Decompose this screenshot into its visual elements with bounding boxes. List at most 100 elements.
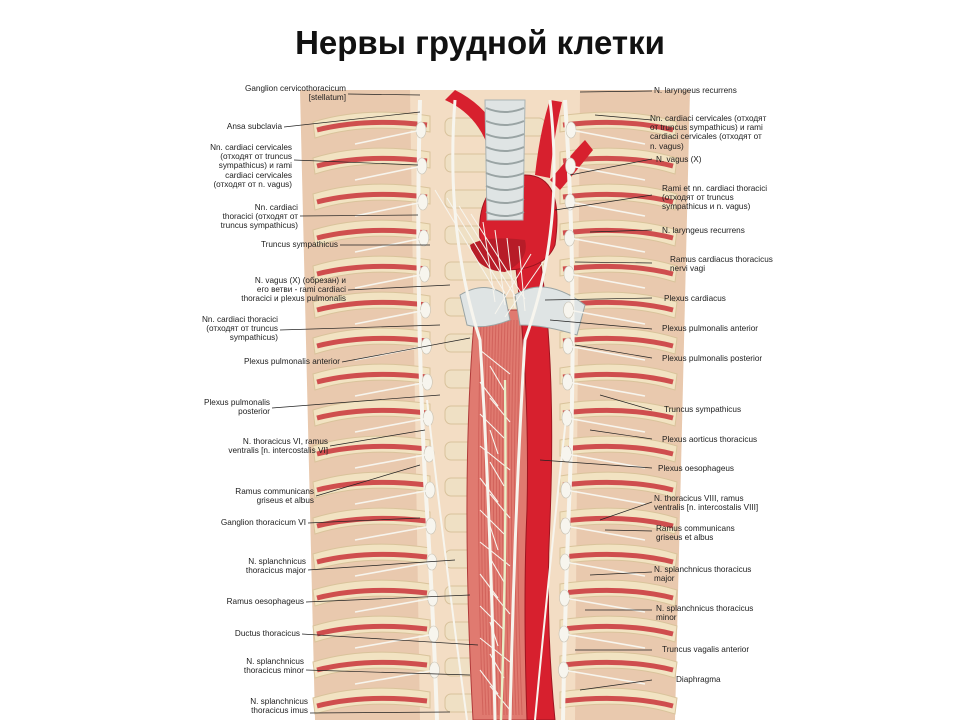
intercostal-nerve-right [568,273,646,289]
leader-line-right [569,158,653,176]
intercostal-vessel-left [316,443,428,457]
intercostal-nerve-left [354,453,431,469]
plexus-oesophageus-fiber [479,669,499,695]
plexus-oesophageus-fiber [489,685,511,711]
tracheal-ring [485,172,525,178]
plexus-oesophageus-fiber [479,637,511,663]
cardiac-nerve [494,253,532,315]
intercostal-nerve-left [354,165,423,181]
leader-line-left [347,284,451,291]
leader-line-right [579,90,653,93]
intercostal-vessel-right [562,191,674,205]
cardiac-nerve [506,237,516,309]
right-bronchus [514,286,586,336]
intercostal-nerve-right [565,525,646,541]
leader-line-right [604,529,653,532]
tracheal-ring [485,159,525,165]
intercostal-vessel-right [562,587,674,601]
cardiac-nerve [518,245,526,312]
intercostal-nerve-left [354,633,436,649]
plexus-oesophageus-fiber [479,605,505,631]
label-truncus-vagalis-anterior: Truncus vagalis anterior [662,645,750,654]
plexus-oesophageus-fiber [479,509,505,535]
intercostal-vessel-left [316,623,428,637]
oesophagus-fiber [492,319,499,716]
plexus-oesophageus-fiber [479,413,505,439]
label-plexus-pulmonalis-posterior-left: Plexus pulmonalis posterior [204,398,270,417]
leader-line-left [309,711,451,714]
intercostal-vessel-left [316,263,428,277]
intercostal-vessel-right [562,659,674,673]
intercostal-vessel-left [316,191,428,205]
cardiac-nerve [494,229,506,306]
label-n-splanchnicus-major-right: N. splanchnicus thoracicus major [654,565,752,584]
intercostal-vessel-left [316,659,428,673]
leader-line-right [594,114,653,121]
intercostal-vessel-left [316,407,428,421]
label-ramus-communicans-left: Ramus communicans griseus et albus [235,487,314,506]
trachea [484,99,526,221]
slide-title: Нервы грудной клетки [295,24,665,61]
label-rami-nn-cardiaci-thoracici: Rami et nn. cardiaci thoracici (отходят … [662,184,768,212]
label-n-splanchnicus-major-left: N. splanchnicus thoracicus major [245,557,306,576]
label-n-vagus-x: N. vagus (X) [656,155,702,164]
leader-line-right [544,297,653,301]
intercostal-nerve-right [568,309,646,325]
leader-line-left [271,394,441,409]
intercostal-vessel-right [562,407,674,421]
label-n-splanchnicus-imus: N. splanchnicus thoracicus imus [250,697,308,716]
oesophagus-fiber [510,319,517,716]
intercostal-nerve-left [354,669,437,685]
intercostal-vessel-right [562,263,674,277]
intercostal-vessel-right [562,515,674,529]
intercostal-vessel-left [316,155,428,169]
left-common-carotid [535,100,562,178]
intercostal-vessel-right [562,371,674,385]
intercostal-nerve-right [565,489,646,505]
leader-line-left [305,594,471,603]
leader-line-right [549,319,653,330]
label-plexus-oesophageus: Plexus oesophageus [658,464,735,473]
label-nn-cardiaci-cervicales-right: Nn. cardiaci cervicales (отходят от trun… [650,114,767,151]
intercostal-nerve-right [569,237,646,253]
leader-lines [271,90,653,714]
intercostal-nerve-right [566,417,646,433]
leader-line-right [599,394,653,411]
cardiac-nerve [434,189,496,291]
nerves [354,99,646,720]
label-ramus-oesophageus: Ramus oesophageus [226,597,304,606]
label-truncus-sympathicus-left: Truncus sympathicus [260,240,338,249]
leader-line-left [299,214,419,217]
label-ramus-communicans-right: Ramus communicans griseus et albus [656,524,735,543]
label-n-laryngeus-recurrens-1: N. laryngeus recurrens [654,86,737,95]
tracheal-ring [485,211,525,217]
leader-line-left [307,517,421,524]
intercostal-vessel-right [562,551,674,565]
intercostal-nerve-left [354,525,433,541]
label-plexus-pulmonalis-posterior-right: Plexus pulmonalis posterior [662,354,763,363]
intercostal-vessel-left [316,695,428,709]
plexus-oesophageus-fiber [479,349,511,375]
label-ductus-thoracicus: Ductus thoracicus [234,629,300,638]
intercostal-vessel-left [316,335,428,349]
intercostal-nerve-left [354,201,424,217]
label-nn-cardiaci-cervicales-left: Nn. cardiaci cervicales (отходят от trun… [210,143,292,189]
intercostal-nerve-left [354,309,427,325]
leader-line-left [301,633,479,646]
intercostal-nerve-right [563,669,646,685]
intercostal-vessel-left [316,515,428,529]
vagus-right [508,99,556,720]
label-plexus-pulmonalis-anterior-right: Plexus pulmonalis anterior [662,324,759,333]
intercostal-nerve-right [570,165,646,181]
intercostal-vessel-right [562,479,674,493]
leader-line-right [579,679,653,691]
leader-line-right [589,429,653,440]
tracheal-ring [485,198,525,204]
intercostal-vessel-right [562,119,674,133]
label-ansa-subclavia: Ansa subclavia [226,122,282,131]
plexus-oesophageus-fiber [489,621,499,647]
oesophagus-fiber [477,319,484,716]
leader-line-right [589,229,653,233]
plexus-oesophageus-fiber [489,525,499,551]
leader-line-right [574,261,653,264]
